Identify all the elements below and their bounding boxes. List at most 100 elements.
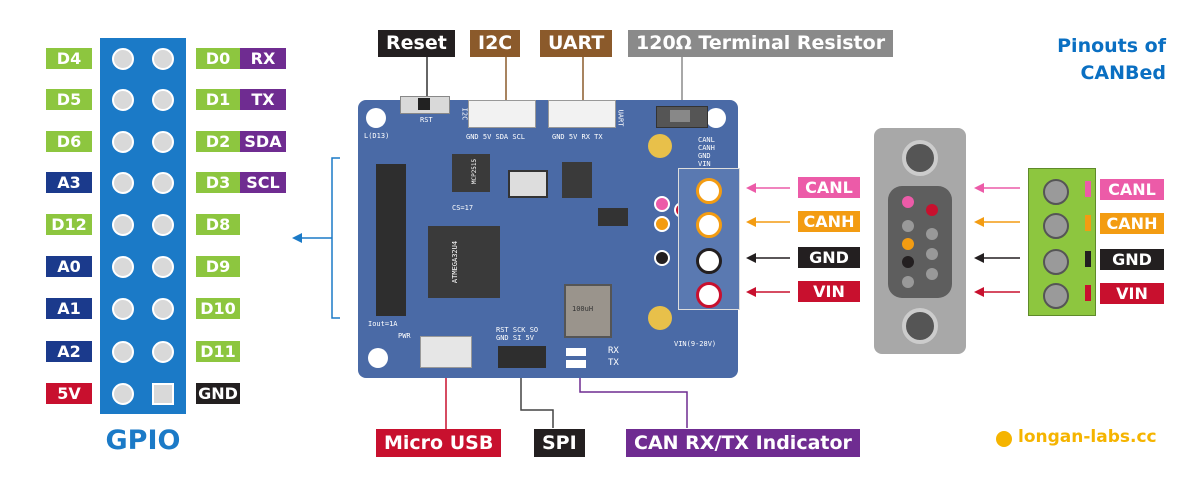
- diode: [598, 208, 628, 226]
- resistor-label: 120Ω Terminal Resistor: [628, 30, 894, 57]
- db9-pin-canh: [926, 204, 938, 216]
- gpio-right-alt: SDA: [240, 131, 286, 152]
- brand-text: longan-labs.cc: [1018, 427, 1157, 447]
- terminal-signal-label: CANH: [1100, 213, 1164, 234]
- db9-pin: [902, 276, 914, 288]
- resistor-switch-knob: [670, 110, 690, 122]
- terminal-pin-silk: VIN: [698, 160, 711, 168]
- spi-label: SPI: [534, 429, 585, 457]
- gpio-pin: [152, 89, 174, 111]
- terminal-signal-label: CANL: [1100, 179, 1164, 200]
- res-mark-silk: 120Ω: [714, 109, 723, 127]
- uart-label: UART: [540, 30, 613, 57]
- gpio-title: GPIO: [105, 425, 181, 456]
- terminal-screw: [696, 178, 722, 204]
- micro-usb-label: Micro USB: [376, 429, 502, 457]
- gpio-right-alt: RX: [240, 48, 286, 69]
- gpio-pin: [112, 256, 134, 278]
- gpio-pin: [112, 89, 134, 111]
- terminal-pin-silk: GND: [698, 152, 711, 160]
- db9-pin-gnd: [902, 256, 914, 268]
- screw-terminal: [1028, 168, 1096, 316]
- can-signal-label: CANH: [798, 211, 860, 232]
- mounting-hole: [706, 108, 726, 128]
- db9-pin-canl: [902, 196, 914, 208]
- gpio-right-label: D2: [196, 131, 240, 152]
- spi-header: [498, 346, 546, 368]
- rst-silk: RST: [420, 116, 433, 124]
- gold-pad: [648, 306, 672, 330]
- gpio-left-label: D5: [46, 89, 92, 110]
- can-transceiver-chip: [562, 162, 592, 198]
- gpio-right-label: D11: [196, 341, 240, 362]
- i2c-mark-silk: I2C: [460, 107, 469, 121]
- gpio-pin: [152, 298, 174, 320]
- gpio-pin: [152, 172, 174, 194]
- mcp2515-silk: MCP2515: [471, 158, 479, 185]
- brand-logo-icon: [996, 431, 1012, 447]
- gpio-left-label: 5V: [46, 383, 92, 404]
- gpio-pin: [112, 298, 134, 320]
- page-title: Pinouts of CANBed: [1057, 33, 1166, 87]
- title-line1: Pinouts of: [1057, 35, 1166, 57]
- gpio-pin: [152, 48, 174, 70]
- wire-marker-canh: [1085, 215, 1091, 231]
- gpio-pin: [112, 48, 134, 70]
- can-dot-gnd: [654, 250, 670, 266]
- gpio-pin: [112, 172, 134, 194]
- terminal-screw: [696, 248, 722, 274]
- tx-silk: TX: [608, 358, 619, 368]
- gpio-right-label: D0: [196, 48, 240, 69]
- title-line2: CANBed: [1080, 62, 1166, 84]
- terminal-screw-head: [1043, 249, 1069, 275]
- db9-pin: [926, 228, 938, 240]
- terminal-screw: [696, 282, 722, 308]
- gpio-pin: [112, 131, 134, 153]
- l13-silk: L(D13): [364, 132, 390, 140]
- rx-led: [566, 348, 586, 356]
- can-indicator-label: CAN RX/TX Indicator: [626, 429, 860, 457]
- can-signal-label: GND: [798, 247, 860, 268]
- wire-marker-canl: [1085, 181, 1091, 197]
- terminal-pin-silk: CANH: [698, 144, 715, 152]
- gpio-pin: [152, 341, 174, 363]
- gpio-right-label: D3: [196, 172, 240, 193]
- wire-marker-vin: [1085, 285, 1091, 301]
- terminal-signal-label: VIN: [1100, 283, 1164, 304]
- gpio-pin: [112, 341, 134, 363]
- gpio-left-label: D4: [46, 48, 92, 69]
- can-dot-or: [654, 216, 670, 232]
- terminal-screw-head: [1043, 213, 1069, 239]
- can-signal-label: VIN: [798, 281, 860, 302]
- terminal-screw: [696, 212, 722, 238]
- gpio-right-label: D1: [196, 89, 240, 110]
- mounting-hole: [366, 108, 386, 128]
- spi-top-silk: RST SCK SO: [496, 326, 539, 334]
- inductor: [564, 284, 612, 338]
- gpio-left-label: A2: [46, 341, 92, 362]
- wire-marker-gnd: [1085, 251, 1091, 267]
- terminal-signal-label: GND: [1100, 249, 1164, 270]
- gpio-right-label: GND: [196, 383, 240, 404]
- gpio-right-label: D8: [196, 214, 240, 235]
- uart-connector: [548, 100, 616, 128]
- mounting-hole: [368, 348, 388, 368]
- uart-mark-silk: UART: [616, 109, 625, 127]
- i2c-connector: [468, 100, 536, 128]
- db9-shell: [888, 186, 952, 298]
- pwr-silk: PWR: [398, 332, 411, 340]
- gpio-pin: [152, 256, 174, 278]
- gpio-pin: [112, 383, 134, 405]
- iout-silk: Iout=1A: [368, 320, 398, 328]
- db9-screw: [902, 308, 938, 344]
- db9-pin: [902, 220, 914, 232]
- spi-bottom-silk: GND SI 5V: [496, 334, 534, 342]
- db9-screw: [902, 140, 938, 176]
- atmega-silk: ATMEGA32U4: [451, 240, 460, 284]
- mcp2515-chip: [452, 154, 490, 192]
- gpio-right-label: D10: [196, 298, 240, 319]
- db9-pin: [926, 248, 938, 260]
- gpio-pin-square: [152, 383, 174, 405]
- db9-pin: [926, 268, 938, 280]
- rx-silk: RX: [608, 346, 619, 356]
